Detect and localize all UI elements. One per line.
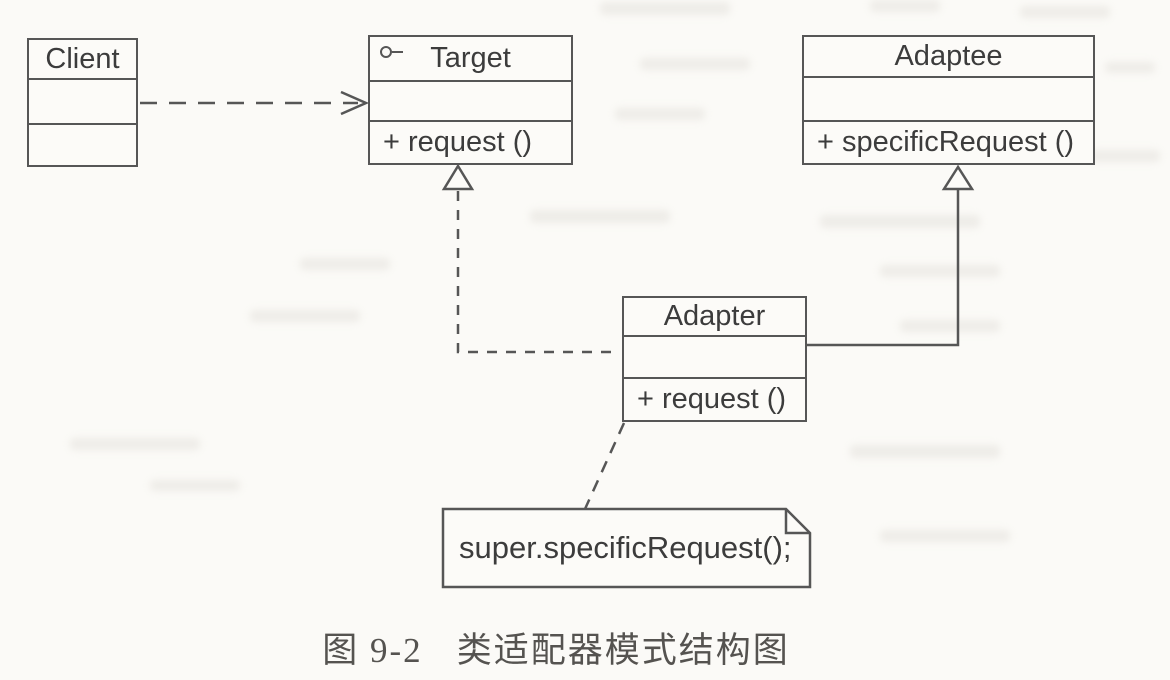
- hollow-triangle-icon-target: [441, 163, 475, 191]
- uml-note: super.specificRequest();: [443, 509, 810, 587]
- class-header-target: Target: [370, 37, 571, 82]
- note-shape: [441, 507, 812, 589]
- class-box-client: Client: [27, 38, 138, 167]
- attributes-compartment-client: [29, 80, 136, 125]
- attributes-compartment-adaptee: [804, 78, 1093, 122]
- operations-compartment-client: [29, 125, 136, 165]
- class-header-client: Client: [29, 40, 136, 80]
- class-box-adaptee: Adaptee + specificRequest (): [802, 35, 1095, 165]
- generalization-line-adapter-to-adaptee: [807, 190, 960, 347]
- operations-compartment-adapter: + request (): [624, 379, 805, 420]
- note-anchor-line: [583, 422, 626, 510]
- class-box-target: Target + request (): [368, 35, 573, 165]
- attributes-compartment-adapter: [624, 337, 805, 379]
- class-name-adapter: Adapter: [663, 300, 766, 332]
- operations-text-adaptee: + specificRequest (): [817, 126, 1075, 158]
- note-text: super.specificRequest();: [459, 530, 792, 565]
- figure-number: 图 9-2: [322, 631, 423, 670]
- class-name-adaptee: Adaptee: [894, 40, 1003, 72]
- class-box-adapter: Adapter + request (): [622, 296, 807, 422]
- class-header-adapter: Adapter: [624, 298, 805, 337]
- operations-compartment-target: + request (): [370, 122, 571, 163]
- figure-title: 类适配器模式结构图: [456, 631, 790, 670]
- class-header-adaptee: Adaptee: [804, 37, 1093, 78]
- operations-text-adapter: + request (): [637, 383, 787, 415]
- interface-lollipop-icon: [380, 46, 404, 58]
- hollow-triangle-icon-adaptee: [941, 164, 975, 191]
- class-name-target: Target: [430, 42, 511, 74]
- figure-caption: 图 9-2 类适配器模式结构图: [0, 622, 1112, 673]
- note-fold-icon: [784, 509, 810, 535]
- attributes-compartment-target: [370, 82, 571, 122]
- operations-compartment-adaptee: + specificRequest (): [804, 122, 1093, 163]
- class-name-client: Client: [45, 42, 120, 75]
- generalization-line-adapter-to-target: [456, 191, 620, 354]
- operations-text-target: + request (): [383, 126, 533, 158]
- open-arrowhead-icon: [340, 90, 370, 116]
